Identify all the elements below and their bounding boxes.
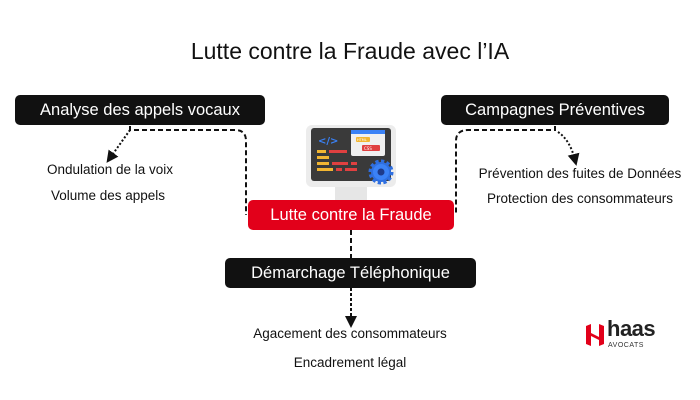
right-item: Protection des consommateurs xyxy=(486,191,674,206)
haas-logo: haas AVOCATS xyxy=(585,316,665,352)
bottom-item: Encadrement légal xyxy=(293,355,407,370)
left-item: Ondulation de la voix xyxy=(46,162,174,177)
diagram-title: Lutte contre la Fraude avec l’IA xyxy=(190,38,510,64)
svg-text:HTML: HTML xyxy=(357,138,367,142)
bottom-item: Agacement des consommateurs xyxy=(253,326,447,341)
svg-text:CSS: CSS xyxy=(364,146,372,151)
arrow-right xyxy=(557,131,580,166)
left-item: Volume des appels xyxy=(50,188,166,203)
logo-subtitle: AVOCATS xyxy=(608,342,644,349)
node-lutte-fraude: Lutte contre la Fraude xyxy=(248,200,454,230)
computer-illustration: </> CSS HTML xyxy=(306,125,396,202)
logo-name: haas xyxy=(607,316,656,341)
svg-text:</>: </> xyxy=(318,136,338,147)
connector-left xyxy=(129,126,247,215)
gear-icon xyxy=(368,159,394,185)
right-item: Prévention des fuites de Données xyxy=(478,166,682,181)
node-campagnes-preventives: Campagnes Préventives xyxy=(441,95,669,125)
node-demarchage-telephonique: Démarchage Téléphonique xyxy=(225,258,476,288)
logo-mark-icon xyxy=(586,324,604,346)
node-analyse-appels-vocaux: Analyse des appels vocaux xyxy=(15,95,265,125)
connector-right xyxy=(455,126,556,215)
arrow-left xyxy=(106,129,131,163)
